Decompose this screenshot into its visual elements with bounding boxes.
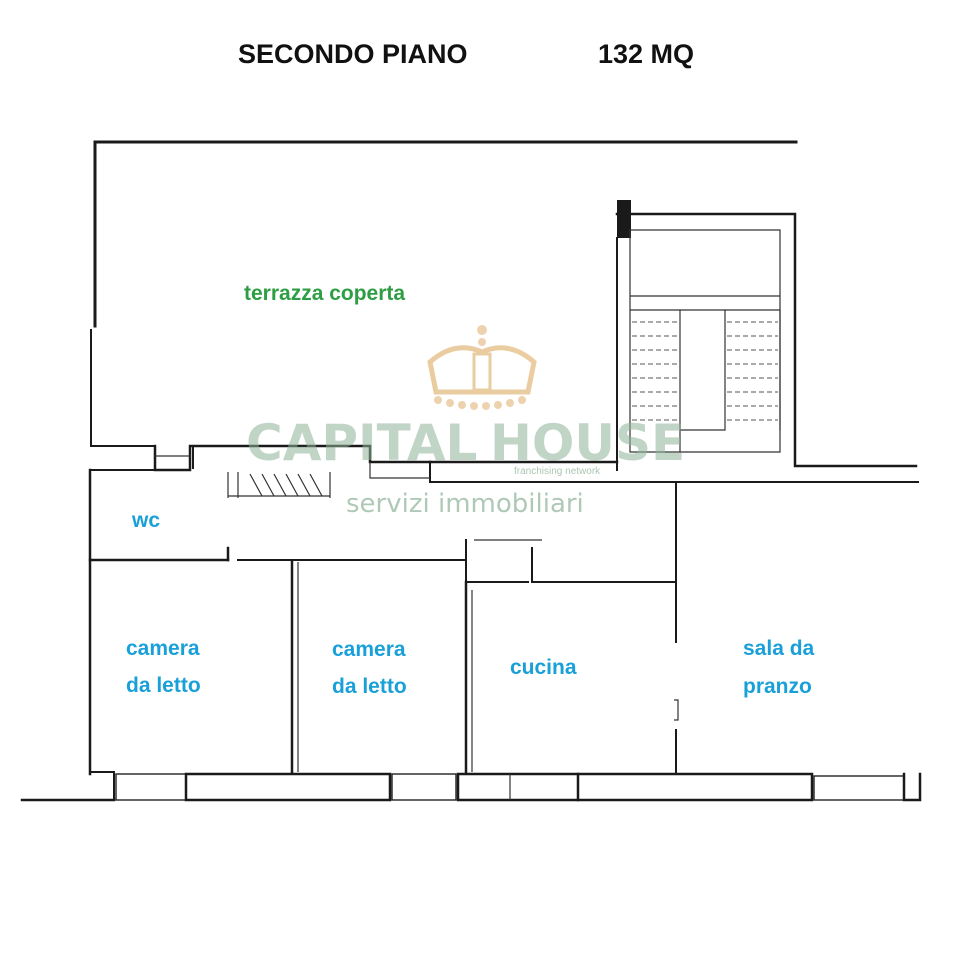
kitchen-label: cucina — [510, 656, 577, 679]
watermark-subtitle: servizi immobiliari — [346, 489, 584, 519]
staircase — [615, 200, 918, 471]
area-label: 132 MQ — [598, 39, 694, 69]
watermark-tagline: franchising network — [514, 466, 601, 477]
wc-label: wc — [131, 509, 160, 532]
room-labels: terrazza coperta wc camera da letto came… — [126, 282, 815, 698]
terrace-label: terrazza coperta — [244, 282, 405, 305]
lower-rooms — [88, 558, 679, 776]
upper-rooms — [88, 468, 677, 643]
watermark-brand-left: CAPITAL — [246, 414, 477, 472]
bedroom-1-label-line2: da letto — [126, 674, 201, 697]
plan-header: SECONDO PIANO 132 MQ — [238, 39, 694, 69]
bedroom-1-label-line1: camera — [126, 637, 200, 660]
terrace-outline — [90, 140, 798, 447]
watermark-brand-right: HOUSE — [490, 414, 685, 472]
watermark: CAPITAL HOUSE franchising network serviz… — [246, 325, 685, 519]
bedroom-2-label-line1: camera — [332, 638, 406, 661]
floor-label: SECONDO PIANO — [238, 39, 468, 69]
crown-icon — [427, 325, 537, 410]
facade — [20, 771, 922, 802]
dining-label-line1: sala da — [743, 637, 815, 660]
dining-label-line2: pranzo — [743, 675, 812, 698]
bedroom-2-label-line2: da letto — [332, 675, 407, 698]
